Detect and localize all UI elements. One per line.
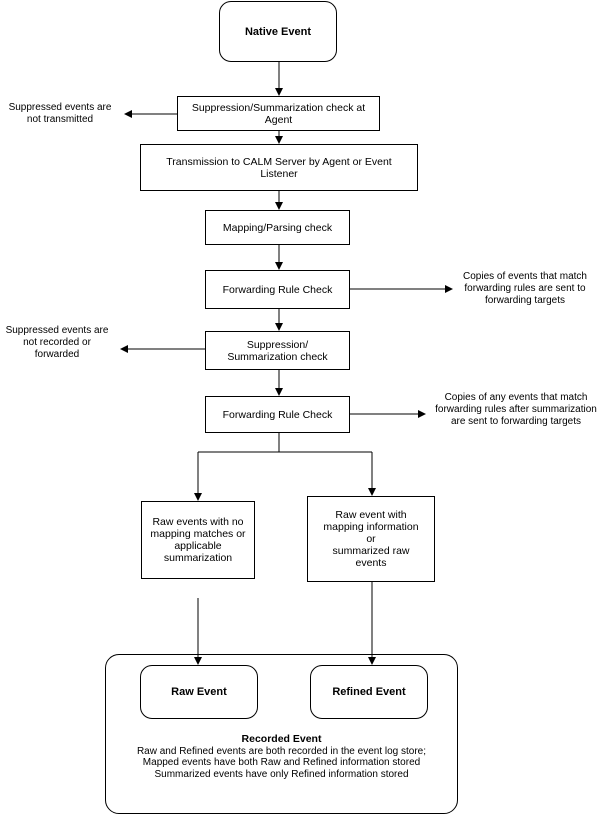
raw-with-mapping-line2: or bbox=[366, 533, 376, 545]
node-forwarding-rule-2: Forwarding Rule Check bbox=[205, 396, 350, 433]
recorded-event-title: Recorded Event bbox=[241, 733, 322, 745]
note-copies-after-summarization: Copies of any events that match forwardi… bbox=[435, 392, 597, 427]
recorded-event-container bbox=[105, 654, 458, 814]
recorded-event-line1: Raw and Refined events are both recorded… bbox=[136, 745, 427, 757]
node-raw-no-mapping: Raw events with no mapping matches or ap… bbox=[141, 501, 255, 579]
node-transmission: Transmission to CALM Server by Agent or … bbox=[140, 144, 418, 191]
note-suppressed-not-recorded: Suppressed events are not recorded or fo… bbox=[5, 325, 109, 360]
note-copies-forwarding: Copies of events that match forwarding r… bbox=[463, 271, 587, 306]
node-refined-event: Refined Event bbox=[310, 665, 428, 719]
recorded-event-line3: Summarized events have only Refined info… bbox=[154, 768, 409, 780]
note-suppressed-not-transmitted: Suppressed events are not transmitted bbox=[8, 102, 112, 125]
node-forwarding-rule-1: Forwarding Rule Check bbox=[205, 270, 350, 309]
node-suppression-summarization: Suppression/ Summarization check bbox=[205, 331, 350, 370]
raw-with-mapping-line1: Raw event with mapping information bbox=[323, 509, 419, 533]
node-raw-with-mapping: Raw event with mapping information or su… bbox=[307, 496, 435, 582]
recorded-event-text: Recorded Event Raw and Refined events ar… bbox=[110, 733, 453, 780]
recorded-event-line2: Mapped events have both Raw and Refined … bbox=[142, 757, 421, 768]
node-raw-event: Raw Event bbox=[140, 665, 258, 719]
node-native-event: Native Event bbox=[219, 1, 337, 62]
raw-with-mapping-line3: summarized raw events bbox=[332, 545, 410, 569]
node-suppression-agent: Suppression/Summarization check at Agent bbox=[177, 96, 380, 131]
node-mapping-parsing: Mapping/Parsing check bbox=[205, 210, 350, 245]
